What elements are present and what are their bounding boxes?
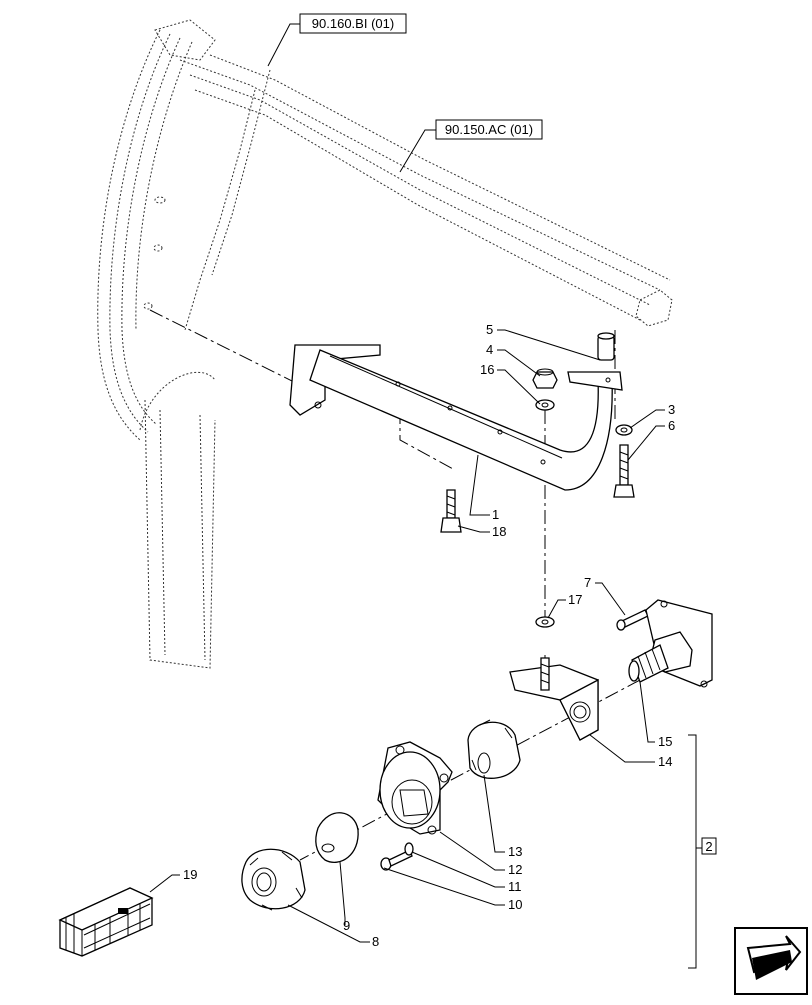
callout-15: 15 (658, 734, 672, 749)
callout-3: 3 (668, 402, 675, 417)
reference-90160-box[interactable]: 90.160.BI (01) (299, 13, 407, 34)
callout-6: 6 (668, 418, 675, 433)
reference-90160-label: 90.160.BI (01) (312, 16, 394, 31)
callout-18: 18 (492, 524, 506, 539)
reference-90150-label: 90.150.AC (01) (445, 122, 533, 137)
lamp-bracket (509, 657, 599, 741)
screw-7 (616, 609, 649, 631)
group-bracket: 2 (688, 734, 717, 969)
bolt-18 (440, 489, 462, 533)
callout-13: 13 (508, 844, 522, 859)
callout-19: 19 (183, 867, 197, 882)
spacer-sleeve (597, 332, 615, 361)
washer-11 (404, 842, 414, 856)
power-plug (628, 644, 669, 683)
callout-1: 1 (492, 507, 499, 522)
callouts: 5 4 16 3 6 1 18 7 17 15 14 13 12 11 10 9… (183, 322, 675, 949)
callout-4: 4 (486, 342, 493, 357)
parts-kit-box-icon (58, 887, 154, 957)
reference-90150-box[interactable]: 90.150.AC (01) (435, 119, 543, 140)
mounting-bracket (289, 344, 623, 491)
callout-16: 16 (480, 362, 494, 377)
leader-lines (149, 329, 665, 943)
lamp-housing (377, 741, 453, 835)
callout-5: 5 (486, 322, 493, 337)
lamp-bezel (241, 848, 306, 911)
hex-nut (532, 368, 558, 389)
cab-frame-outline (97, 19, 673, 669)
washer-16 (535, 399, 555, 411)
callout-17: 17 (568, 592, 582, 607)
bolt-6 (613, 444, 635, 498)
adjustment-knob (467, 719, 521, 779)
callout-7: 7 (584, 575, 591, 590)
washer-3 (615, 424, 633, 436)
callout-14: 14 (658, 754, 672, 769)
group-label: 2 (705, 839, 712, 854)
callout-12: 12 (508, 862, 522, 877)
lamp-lens (315, 812, 359, 863)
callout-11: 11 (508, 879, 522, 894)
callout-9: 9 (343, 918, 350, 933)
callout-8: 8 (372, 934, 379, 949)
callout-10: 10 (508, 897, 522, 912)
next-page-arrow-icon[interactable] (734, 927, 808, 995)
washer-17 (535, 616, 555, 628)
